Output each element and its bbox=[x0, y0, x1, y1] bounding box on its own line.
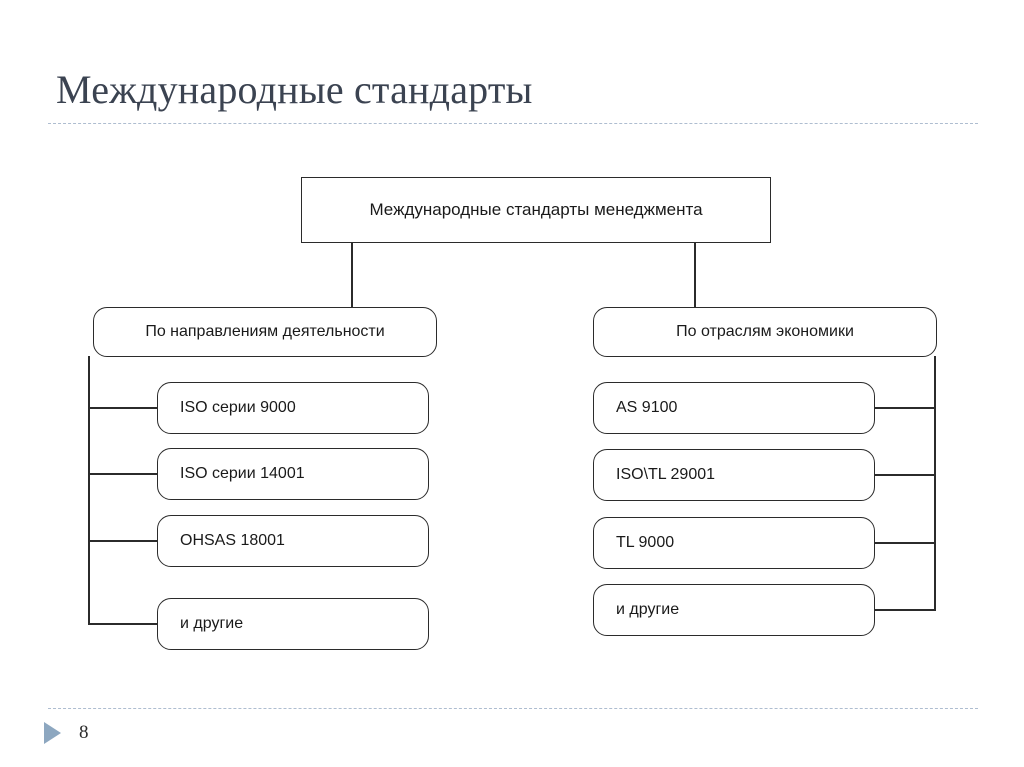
connector-stub-right-1 bbox=[874, 474, 936, 476]
connector-stub-left-3 bbox=[88, 623, 159, 625]
page-title: Международные стандарты bbox=[56, 67, 533, 112]
node-branch-heading-by-activity[interactable]: По направлениям деятельности bbox=[93, 307, 437, 357]
node-item-as-9100[interactable]: AS 9100 bbox=[593, 382, 875, 434]
connector-spine-left bbox=[88, 356, 90, 624]
node-item-iso-9000[interactable]: ISO серии 9000 bbox=[157, 382, 429, 434]
connector-root-to-branch-left bbox=[351, 242, 353, 308]
connector-stub-left-1 bbox=[88, 473, 159, 475]
connector-stub-right-3 bbox=[874, 609, 936, 611]
triangle-right-icon[interactable] bbox=[44, 722, 61, 744]
connector-root-to-branch-right bbox=[694, 242, 696, 308]
node-item-others-right[interactable]: и другие bbox=[593, 584, 875, 636]
connector-spine-right bbox=[934, 356, 936, 610]
page-number: 8 bbox=[79, 722, 89, 743]
node-item-others-left[interactable]: и другие bbox=[157, 598, 429, 650]
title-divider-rule bbox=[48, 123, 978, 124]
connector-stub-right-0 bbox=[874, 407, 936, 409]
node-root-international-management-standards[interactable]: Международные стандарты менеджмента bbox=[301, 177, 771, 243]
node-item-iso-14001[interactable]: ISO серии 14001 bbox=[157, 448, 429, 500]
connector-stub-right-2 bbox=[874, 542, 936, 544]
node-item-ohsas-18001[interactable]: OHSAS 18001 bbox=[157, 515, 429, 567]
connector-stub-left-2 bbox=[88, 540, 159, 542]
node-item-iso-tl-29001[interactable]: ISO\TL 29001 bbox=[593, 449, 875, 501]
connector-stub-left-0 bbox=[88, 407, 159, 409]
node-item-tl-9000[interactable]: TL 9000 bbox=[593, 517, 875, 569]
node-branch-heading-by-industry[interactable]: По отраслям экономики bbox=[593, 307, 937, 357]
footer-divider-rule bbox=[48, 708, 978, 709]
slide-footer: 8 bbox=[44, 722, 89, 744]
